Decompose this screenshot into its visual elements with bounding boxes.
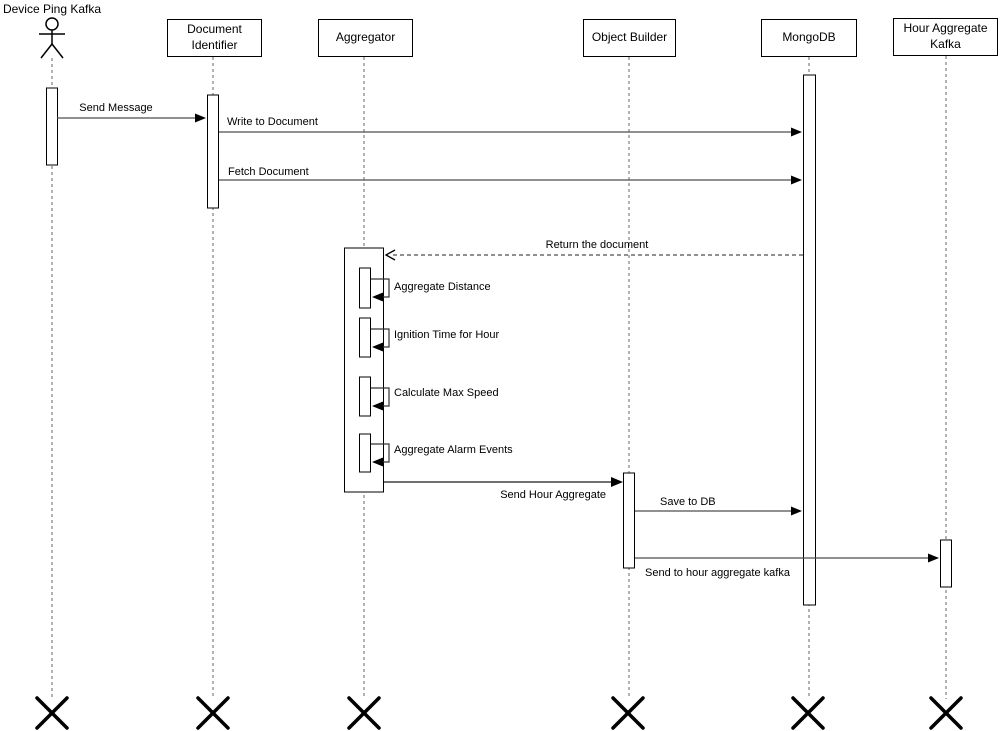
activation-object-builder	[623, 472, 635, 569]
destroy-x-device-ping-kafka	[35, 696, 69, 730]
self-message-arrow-aggregate-alarm-events	[371, 443, 390, 467]
message-arrow-send-message	[57, 113, 206, 123]
message-label-aggregate-distance: Aggregate Distance	[394, 281, 491, 293]
destroy-x-hour-aggregate-kafka	[929, 696, 963, 730]
message-arrow-save-to-db	[635, 506, 802, 516]
activation-hour-aggregate-kafka	[940, 539, 952, 588]
actor-icon	[39, 17, 65, 59]
activation-mongodb	[803, 74, 816, 606]
participant-header-mongodb: MongoDB	[761, 19, 857, 57]
participant-label-device-ping-kafka: Device Ping Kafka	[2, 2, 102, 16]
message-label-save-to-db: Save to DB	[660, 496, 716, 508]
activation-device-ping-kafka	[46, 87, 58, 166]
participant-header-hour-aggregate-kafka: Hour Aggregate Kafka	[893, 18, 998, 56]
message-arrow-return-the-document	[384, 249, 803, 261]
message-arrow-send-hour-aggregate	[384, 477, 623, 487]
activation-document-identifier	[207, 94, 219, 209]
destroy-x-mongodb	[791, 696, 825, 730]
self-message-arrow-calculate-max-speed	[371, 387, 390, 411]
activation-aggregator-sub-1	[359, 267, 371, 309]
message-label-calculate-max-speed: Calculate Max Speed	[394, 387, 499, 399]
message-arrow-write-to-document	[219, 127, 802, 137]
message-label-send-to-hour-aggregate-kafka: Send to hour aggregate kafka	[645, 567, 790, 579]
message-label-ignition-time-for-hour: Ignition Time for Hour	[394, 329, 500, 341]
participant-header-object-builder: Object Builder	[583, 19, 676, 57]
destroy-x-object-builder	[611, 696, 645, 730]
self-message-arrow-aggregate-distance	[371, 278, 390, 302]
message-label-return-the-document: Return the document	[545, 239, 649, 251]
message-label-send-message: Send Message	[79, 102, 153, 114]
activation-aggregator-sub-3	[359, 376, 371, 417]
participant-header-document-identifier: Document Identifier	[167, 19, 262, 57]
message-arrow-fetch-document	[219, 175, 802, 185]
self-message-arrow-ignition-time-for-hour	[371, 328, 390, 352]
participant-header-aggregator: Aggregator	[318, 19, 413, 57]
message-label-fetch-document: Fetch Document	[228, 166, 309, 178]
message-label-write-to-document: Write to Document	[227, 116, 318, 128]
activation-aggregator-sub-2	[359, 317, 371, 358]
message-label-aggregate-alarm-events: Aggregate Alarm Events	[394, 444, 513, 456]
destroy-x-aggregator	[347, 696, 381, 730]
destroy-x-document-identifier	[196, 696, 230, 730]
message-label-send-hour-aggregate: Send Hour Aggregate	[500, 489, 606, 501]
message-arrow-send-to-hour-aggregate-kafka	[635, 553, 939, 563]
activation-aggregator-sub-4	[359, 433, 371, 473]
